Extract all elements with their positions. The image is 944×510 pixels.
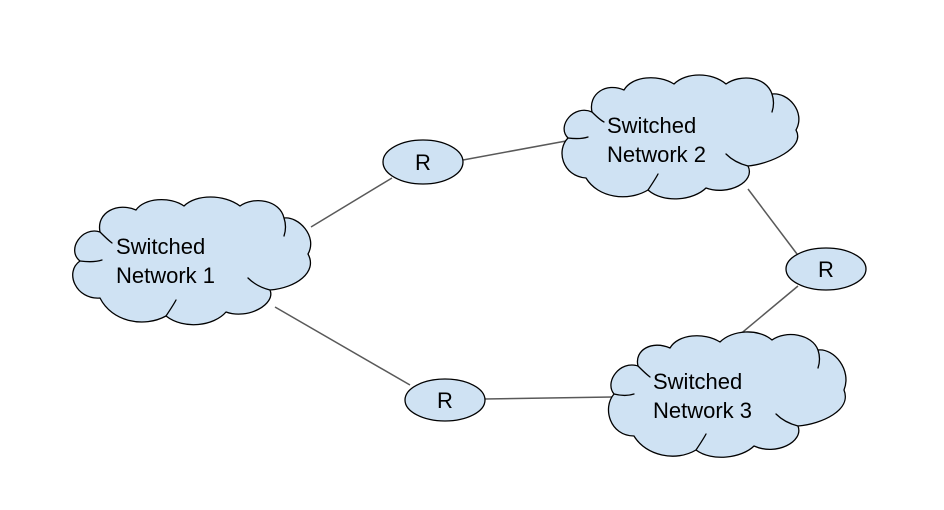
network-2-label-line1: Switched: [607, 113, 696, 138]
link-network-1-router-1: [310, 177, 393, 228]
router-1-label: R: [415, 150, 431, 175]
network-3-label-line2: Network 3: [653, 398, 752, 423]
cloud-switched-network-1: Switched Network 1: [72, 196, 312, 326]
link-router-3-network-3: [483, 396, 613, 400]
cloud-switched-network-3: Switched Network 3: [607, 331, 847, 458]
router-1-oval: [382, 139, 464, 185]
cloud-icon: [72, 196, 312, 326]
router-3: R: [404, 378, 486, 422]
network-1-label-line1: Switched: [116, 234, 205, 259]
network-1-label-line2: Network 1: [116, 263, 215, 288]
router-2: R: [785, 247, 867, 291]
cloud-switched-network-2: Switched Network 2: [561, 74, 800, 200]
router-2-oval: [785, 247, 867, 291]
router-1: R: [382, 139, 464, 185]
link-network-1-router-3: [274, 306, 411, 386]
network-3-label-line1: Switched: [653, 369, 742, 394]
router-2-label: R: [818, 257, 834, 282]
router-3-oval: [404, 378, 486, 422]
router-3-label: R: [437, 388, 453, 413]
link-router-1-network-2: [462, 140, 567, 161]
cloud-icon: [607, 331, 847, 458]
link-network-2-router-2: [747, 188, 798, 255]
cloud-icon: [561, 74, 800, 200]
network-2-label-line2: Network 2: [607, 142, 706, 167]
